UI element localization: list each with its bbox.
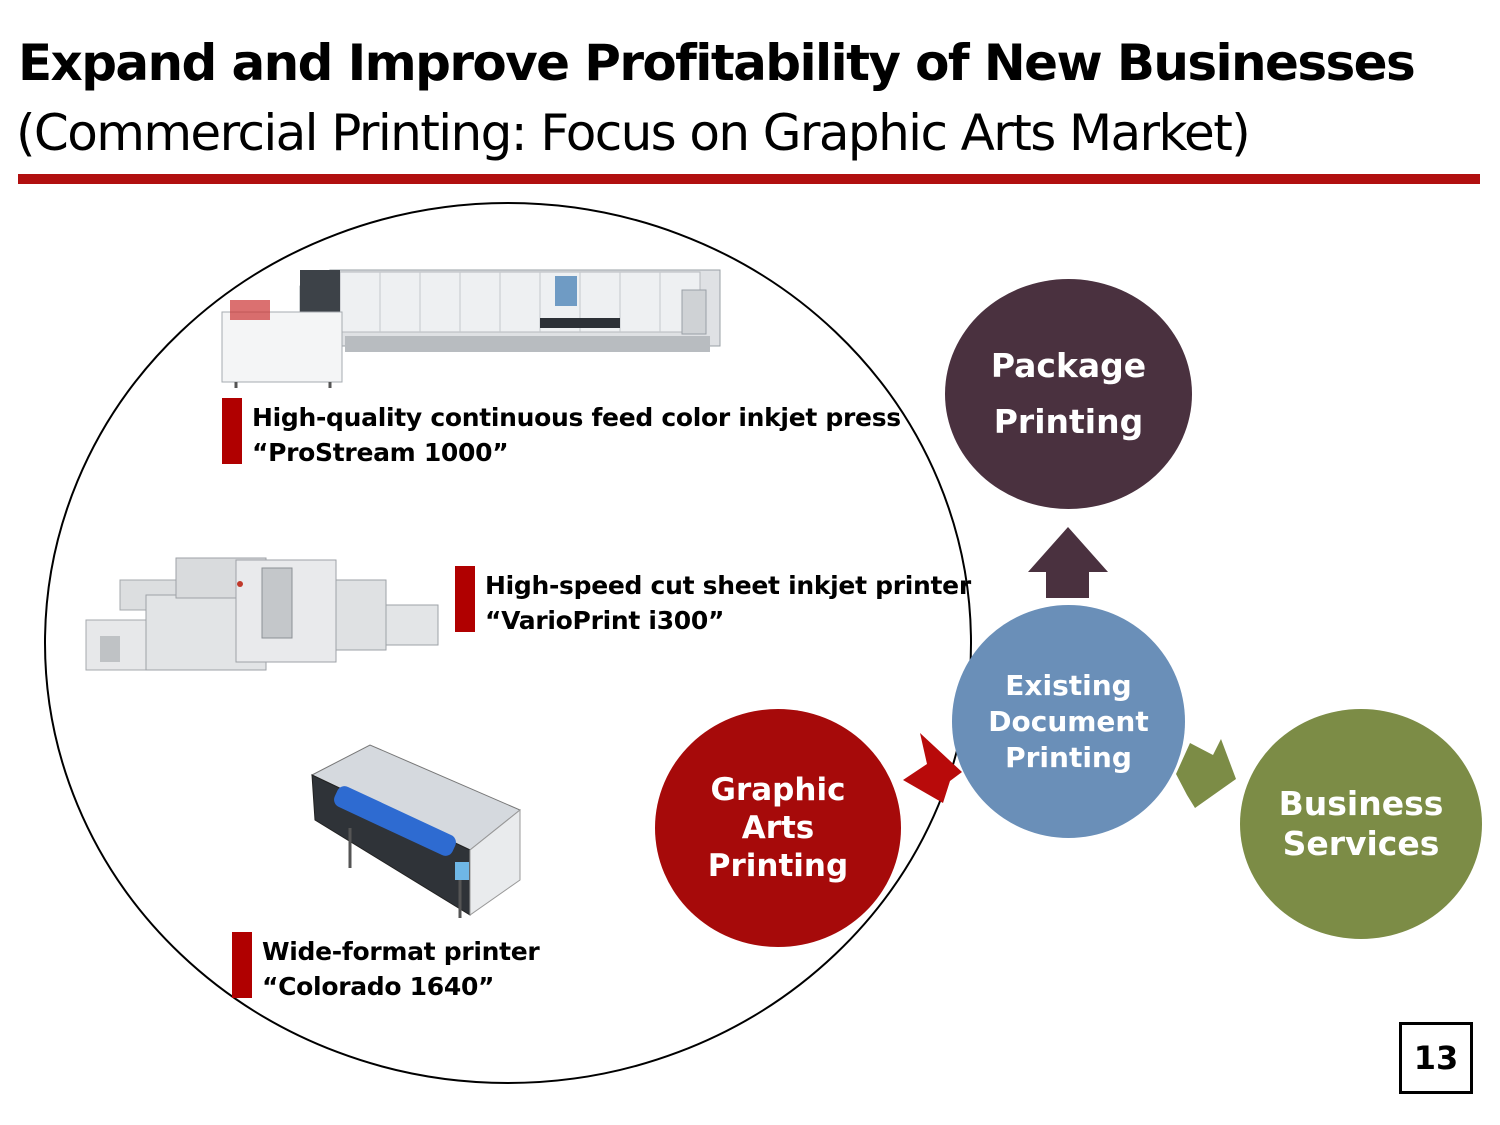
slide-subtitle: (Commercial Printing: Focus on Graphic A… [16, 104, 1251, 162]
node-label: Services [1282, 824, 1440, 863]
title-underline [18, 174, 1480, 184]
page-number: 13 [1399, 1022, 1473, 1094]
node-label: Document [988, 704, 1149, 738]
product-name-line: High-quality continuous feed color inkje… [252, 403, 901, 432]
caption-bar [455, 566, 475, 632]
graphic-arts-scope-circle [44, 202, 972, 1084]
caption-bar [222, 398, 242, 464]
prostream-press-image [221, 269, 721, 388]
node-label: Printing [993, 402, 1144, 441]
node-label: Printing [707, 848, 849, 884]
arrow-up-to-package [1028, 527, 1108, 598]
slide-title: Expand and Improve Profitability of New … [18, 34, 1416, 92]
product-name-line: Wide-format printer [262, 937, 540, 966]
product-name-line: High-speed cut sheet inkjet printer [485, 571, 971, 600]
node-graphic-arts-printing: Graphic Arts Printing [655, 709, 901, 947]
product-model-line: “ProStream 1000” [252, 438, 509, 467]
node-label: Existing [1005, 668, 1132, 702]
node-label: Package [990, 346, 1147, 385]
node-label: Arts [741, 810, 815, 846]
colorado-printer-image [310, 744, 521, 918]
node-label: Graphic [710, 772, 846, 808]
node-business-services: Business Services [1240, 709, 1482, 939]
node-existing-document-printing: Existing Document Printing [952, 605, 1185, 838]
varioprint-printer-image [85, 557, 439, 671]
node-label: Printing [1005, 740, 1132, 774]
arrow-left-to-graphic [903, 733, 962, 803]
node-package-printing: Package Printing [945, 279, 1192, 509]
arrow-right-to-business [1176, 739, 1236, 808]
caption-bar [232, 932, 252, 998]
node-label: Business [1278, 784, 1444, 823]
product-model-line: “VarioPrint i300” [485, 606, 725, 635]
product-model-line: “Colorado 1640” [262, 972, 495, 1001]
